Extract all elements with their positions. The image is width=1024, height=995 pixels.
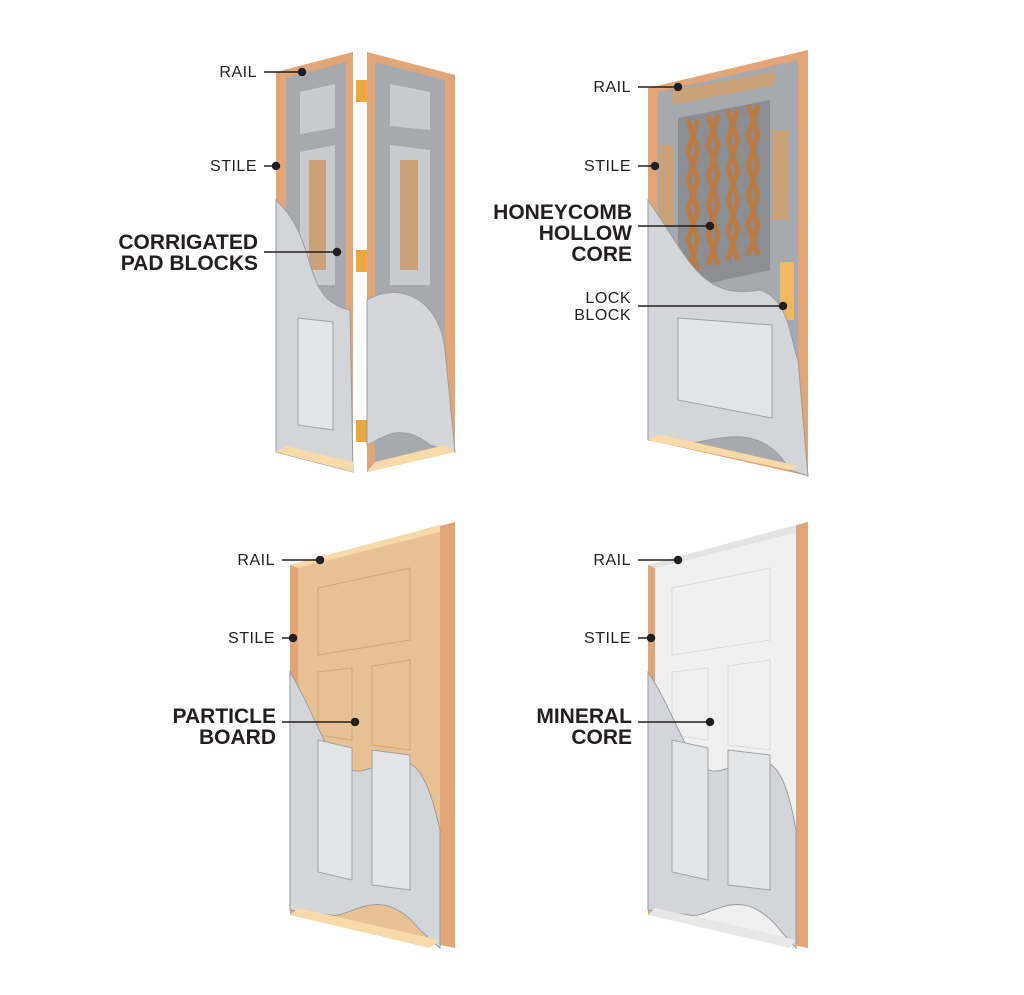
- stile-label: STILE: [584, 158, 631, 175]
- core-label-line: PAD BLOCKS: [120, 252, 258, 275]
- lock-block-label-line: BLOCK: [574, 307, 631, 324]
- lock-block-label-line: LOCK: [585, 290, 631, 307]
- core-label-line: BOARD: [199, 726, 276, 749]
- core-label-line: HOLLOW: [538, 222, 632, 245]
- core-label-line: CORE: [571, 243, 632, 266]
- core-label-line: CORE: [571, 726, 632, 749]
- core-label-line: MINERAL: [536, 705, 632, 728]
- hollow-core-door: [647, 50, 809, 477]
- core-label-line: PARTICLE: [172, 705, 276, 728]
- stile-label: STILE: [228, 630, 275, 647]
- hinge-icons: [356, 80, 368, 442]
- mineral-core-door: [647, 522, 808, 950]
- rail-label: RAIL: [219, 64, 257, 81]
- core-label-line: CORRIGATED: [118, 231, 258, 254]
- bifold-door-right-panel: [366, 52, 456, 472]
- stile-label: STILE: [584, 630, 631, 647]
- leader-lines: [264, 67, 788, 727]
- stile-label: STILE: [210, 158, 257, 175]
- core-label: PARTICLE BOARD: [173, 706, 276, 748]
- core-label: CORRIGATED PAD BLOCKS: [118, 232, 258, 274]
- particle-board-door: [289, 522, 455, 950]
- rail-label: RAIL: [237, 552, 275, 569]
- bifold-door-left-panel: [275, 52, 354, 473]
- rail-label: RAIL: [593, 79, 631, 96]
- lock-block-label: LOCK BLOCK: [574, 290, 631, 324]
- core-label: MINERAL CORE: [536, 706, 632, 748]
- rail-label: RAIL: [593, 552, 631, 569]
- core-label-line: HONEYCOMB: [493, 201, 632, 224]
- core-label: HONEYCOMB HOLLOW CORE: [493, 202, 632, 265]
